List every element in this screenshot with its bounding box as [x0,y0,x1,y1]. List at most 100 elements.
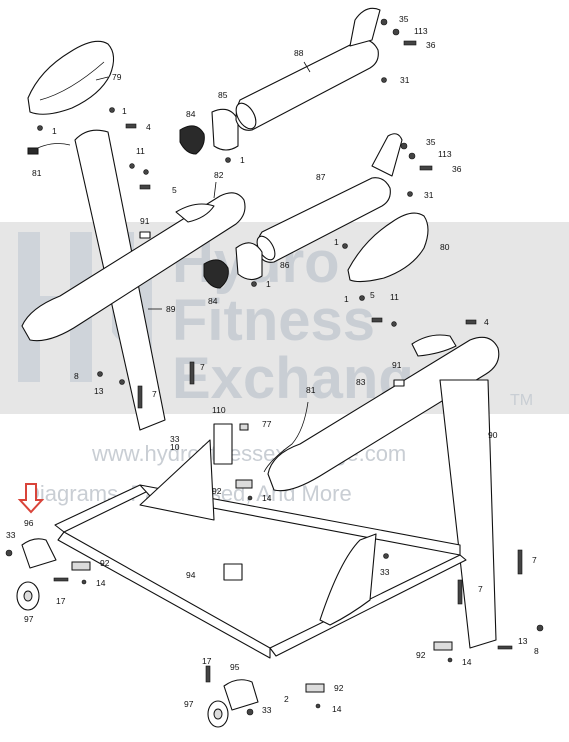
nut-icon [536,624,544,632]
label-2: 2 [284,694,289,704]
label-13-a: 13 [94,386,104,396]
part-81-connector-icon [27,147,39,155]
bolt-icon [137,385,143,409]
bolt-icon [419,165,433,171]
label-4-b: 4 [484,317,489,327]
screw-icon [342,243,348,249]
washer-icon [143,169,149,175]
bolt-icon [53,577,69,582]
screw-icon [407,191,413,197]
label-35-upper: 35 [399,14,409,24]
washer-icon [408,152,416,160]
label-7-a: 7 [200,362,205,372]
part-92-leveling-pad [71,561,91,571]
part-95-wheel-bracket [223,679,259,711]
nut-icon [383,553,389,559]
bolt-icon [497,645,513,650]
part-86-grip-housing [235,242,263,281]
label-33-d: 33 [262,705,272,715]
part-81-wire-harness [263,401,309,473]
bolt-icon [125,123,137,129]
label-84-lower: 84 [208,296,218,306]
watermark-line2: Fitness [172,288,375,353]
label-13-b: 13 [518,636,528,646]
label-5-b: 5 [370,290,375,300]
screw-icon [247,495,253,501]
label-95: 95 [230,662,240,672]
label-90: 90 [488,430,498,440]
bolt-icon [403,40,417,46]
part-94-base-frame [54,439,467,659]
label-1-c: 1 [240,155,245,165]
label-91-lower: 91 [392,360,402,370]
nut-icon [246,708,254,716]
label-36-lower: 36 [452,164,462,174]
part-92-leveling-pad [433,641,453,651]
part-85-grip-housing [211,108,239,151]
nut-icon [97,371,103,377]
label-5-a: 5 [172,185,177,195]
part-77-clip [239,423,249,431]
screw-icon [251,281,257,287]
label-92-c: 92 [416,650,426,660]
part-96-wheel-bracket [21,538,57,569]
wheel-hub-icon [23,590,33,602]
part-91-label-plate [139,231,151,239]
label-77: 77 [262,419,272,429]
label-8-a: 8 [74,371,79,381]
label-36-upper: 36 [426,40,436,50]
label-33-a: 33 [170,434,180,444]
label-33-b: 33 [380,567,390,577]
bolt-icon [205,665,211,683]
label-92-a: 92 [212,486,222,496]
label-7-c: 7 [532,555,537,565]
screw-icon [381,77,387,83]
part-83-right-console-arm [267,334,500,492]
part-88-bracket [349,7,381,47]
label-33-c: 33 [6,530,16,540]
washer-icon [392,28,400,36]
label-97-left: 97 [24,614,34,624]
nut-icon [380,18,388,26]
part-92-leveling-pad [305,683,325,693]
label-14-c: 14 [462,657,472,667]
bolt-icon [139,184,151,190]
screw-icon [81,579,87,585]
part-84-grip-insert [203,259,229,289]
bolt-icon [465,319,477,325]
watermark-tm: TM [510,392,533,409]
screw-icon [359,295,365,301]
part-80-right-upright-cap [347,212,429,283]
label-17-b: 17 [202,656,212,666]
label-1-a: 1 [52,126,57,136]
label-94: 94 [186,570,196,580]
label-11-b: 11 [390,292,399,302]
label-31-upper: 31 [400,75,410,85]
label-4-a: 4 [146,122,151,132]
highlight-arrow-icon [17,483,45,514]
nut-icon [5,549,13,557]
label-97-front: 97 [184,699,194,709]
label-14-d: 14 [332,704,342,714]
label-81-lower: 81 [306,385,316,395]
label-11-a: 11 [136,146,145,156]
label-96: 96 [24,518,34,528]
label-10: 10 [170,442,180,452]
washer-icon [129,163,135,169]
label-1-f: 1 [344,294,349,304]
screw-icon [225,157,231,163]
bolt-icon [189,361,195,385]
label-7-d: 7 [478,584,483,594]
label-92-b: 92 [100,558,110,568]
label-85: 85 [218,90,228,100]
washer-icon [119,379,125,385]
label-31-lower: 31 [424,190,434,200]
label-35-lower: 35 [426,137,436,147]
bolt-icon [517,549,523,575]
label-80: 80 [440,242,450,252]
label-17-a: 17 [56,596,66,606]
label-113-lower: 113 [438,149,452,159]
washer-icon [391,321,397,327]
wheel-hub-icon [213,708,223,720]
